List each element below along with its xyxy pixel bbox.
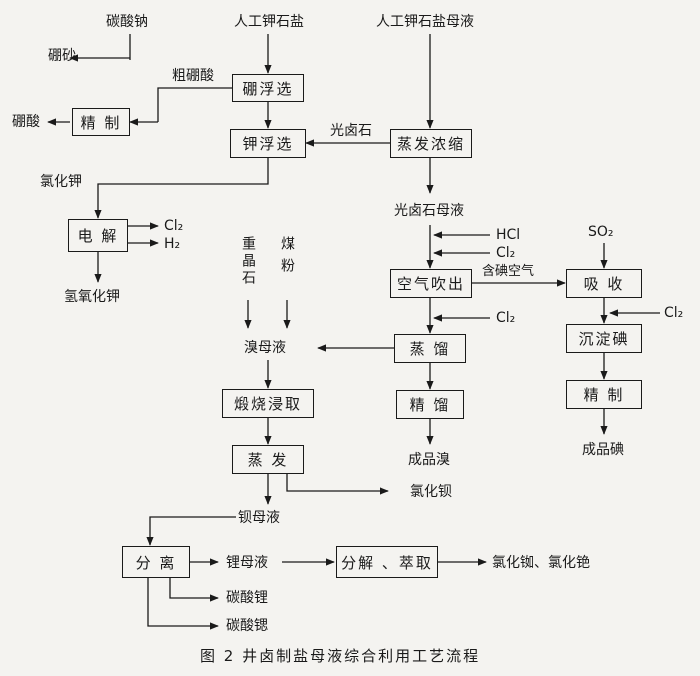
box-label: 吸 收: [583, 275, 625, 293]
box-calcine-leach: 煅烧浸取: [222, 389, 314, 418]
box-label: 硼浮选: [242, 79, 294, 98]
input-sodium-carbonate: 碳酸钠: [106, 14, 148, 30]
label-strontium-carbonate: 碳酸锶: [226, 618, 268, 634]
label-carnallite: 光卤石: [330, 123, 372, 139]
box-label: 精 制: [583, 386, 625, 404]
box-refine-bromine: 精 馏: [396, 390, 464, 419]
label-crude-boric-acid: 粗硼酸: [172, 68, 214, 84]
box-label: 蒸发浓缩: [396, 135, 465, 153]
label-potassium-chloride: 氯化钾: [40, 174, 82, 190]
box-potassium-flotation: 钾浮选: [230, 129, 306, 158]
box-electrolysis: 电 解: [68, 219, 128, 252]
box-boron-flotation: 硼浮选: [232, 74, 304, 102]
input-carnallite-mother-liquor: 人工钾石盐母液: [376, 14, 474, 30]
figure-caption: 图 2 井卤制盐母液综合利用工艺流程: [200, 647, 481, 665]
box-label: 钾浮选: [242, 135, 294, 153]
box-label: 精 制: [80, 113, 122, 132]
box-evaporate: 蒸 发: [232, 445, 304, 474]
label-cl2-distill: Cl₂: [496, 310, 516, 326]
label-lithium-carbonate: 碳酸锂: [226, 590, 268, 606]
input-artificial-carnallite: 人工钾石盐: [234, 14, 304, 30]
label-carnallite-mother: 光卤石母液: [394, 203, 464, 219]
label-borax: 硼砂: [48, 48, 76, 64]
box-absorb: 吸 收: [566, 269, 642, 298]
label-barium-chloride: 氯化钡: [410, 484, 452, 500]
label-bromine-mother: 溴母液: [244, 340, 286, 356]
box-label: 煅烧浸取: [233, 395, 302, 413]
box-label: 分解 、萃取: [341, 553, 433, 572]
label-product-iodine: 成品碘: [582, 442, 624, 458]
label-cl2-iodine: Cl₂: [664, 305, 684, 321]
label-potassium-hydroxide: 氢氧化钾: [64, 289, 120, 305]
label-boric-acid: 硼酸: [12, 114, 40, 130]
label-h2: H₂: [164, 236, 181, 252]
label-celestite: 重晶石: [240, 236, 256, 287]
box-refine-boric: 精 制: [72, 108, 130, 136]
label-lithium-mother: 锂母液: [226, 555, 268, 571]
label-barium-mother: 钡母液: [238, 510, 280, 526]
box-label: 沉淀碘: [578, 330, 630, 348]
label-cl2-electrolysis: Cl₂: [164, 218, 184, 234]
box-label: 蒸 馏: [409, 340, 451, 358]
label-coal-powder: 煤粉: [279, 236, 295, 280]
box-air-blowout: 空气吹出: [390, 269, 472, 298]
box-distill: 蒸 馏: [394, 334, 466, 363]
box-label: 空气吹出: [396, 275, 465, 293]
label-hcl: HCl: [496, 227, 521, 243]
box-label: 蒸 发: [247, 451, 289, 469]
box-evaporate-concentrate: 蒸发浓缩: [390, 129, 472, 158]
box-label: 电 解: [77, 227, 119, 245]
label-cl2-blowout: Cl₂: [496, 245, 516, 261]
label-so2: SO₂: [588, 224, 614, 240]
box-label: 精 馏: [409, 396, 451, 414]
box-label: 分 离: [135, 553, 177, 572]
label-iodine-air: 含碘空气: [482, 264, 535, 279]
label-product-bromine: 成品溴: [408, 452, 450, 468]
label-rb-cs-chloride: 氯化铷、氯化铯: [492, 555, 590, 571]
box-decompose-extract: 分解 、萃取: [336, 546, 438, 578]
box-separate: 分 离: [122, 546, 190, 578]
box-refine-iodine: 精 制: [566, 380, 642, 409]
box-precipitate-iodine: 沉淀碘: [566, 324, 642, 353]
